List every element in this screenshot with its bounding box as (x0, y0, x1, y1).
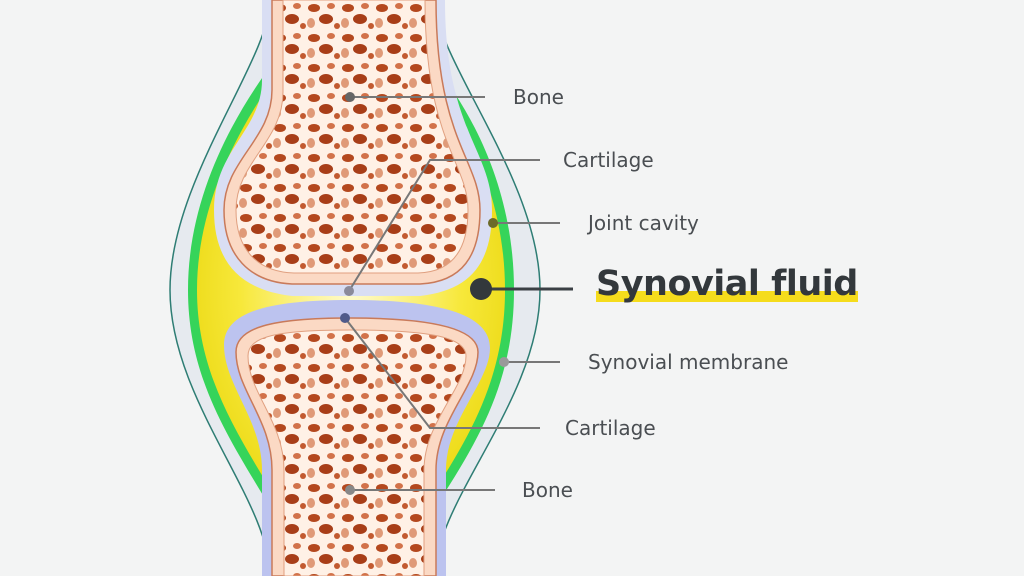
label-bone-bottom: Bone (522, 478, 573, 502)
marker-synovial-membrane (499, 357, 509, 367)
upper-bone-spongy (235, 0, 469, 274)
label-joint-cavity: Joint cavity (588, 211, 699, 235)
marker-joint-cavity (488, 218, 498, 228)
label-synovial-membrane: Synovial membrane (588, 350, 789, 374)
synovial-fluid-highlight (596, 291, 858, 302)
label-cartilage-top: Cartilage (563, 148, 654, 172)
marker-cartilage-bottom (340, 313, 350, 323)
label-cartilage-bottom: Cartilage (565, 416, 656, 440)
leader-cartilage-top (348, 159, 540, 292)
marker-bone-bottom (345, 485, 355, 495)
leader-cartilage-bottom (344, 317, 540, 429)
marker-bone-top (345, 92, 355, 102)
marker-synovial-fluid (470, 278, 492, 300)
lower-bone-spongy (247, 329, 467, 576)
label-synovial-fluid: Synovial fluid (596, 264, 858, 304)
marker-cartilage-top (344, 286, 354, 296)
label-bone-top: Bone (513, 85, 564, 109)
